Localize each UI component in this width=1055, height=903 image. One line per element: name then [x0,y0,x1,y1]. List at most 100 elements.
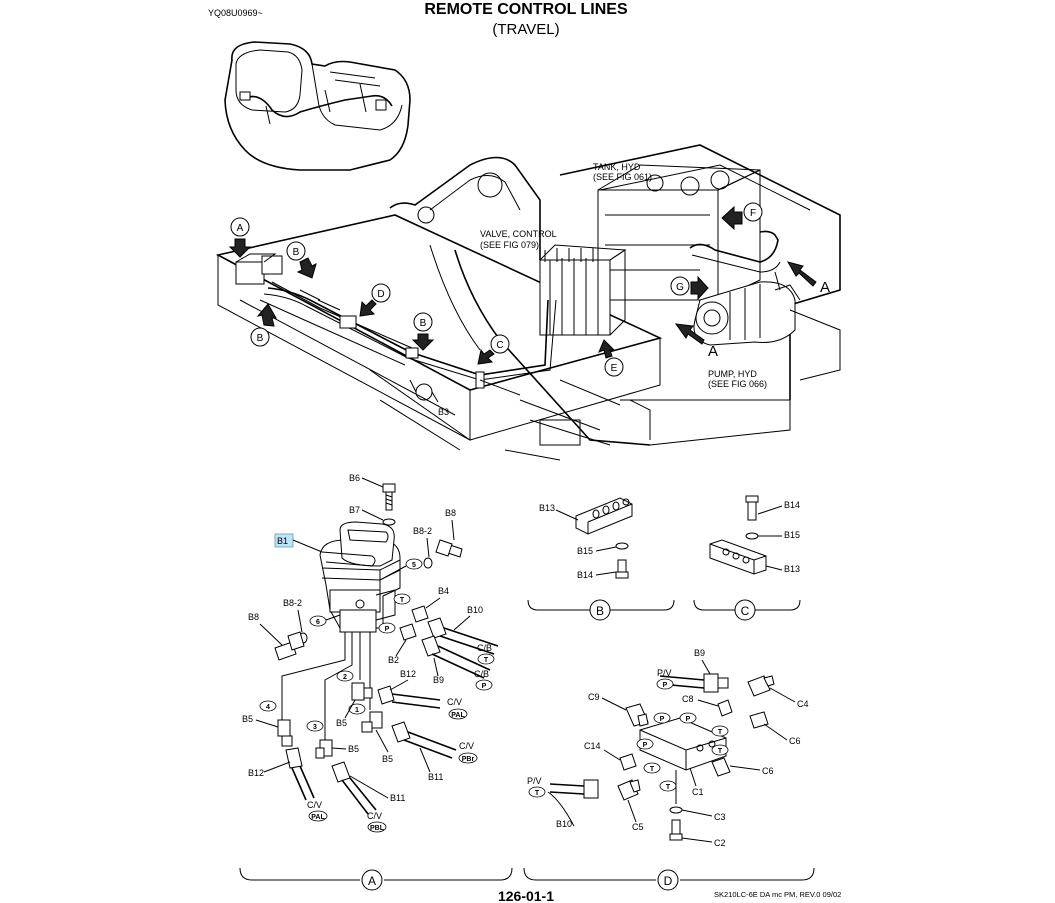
callout-a-left: A [228,217,252,258]
svg-text:PAL: PAL [311,814,325,821]
svg-text:T: T [666,784,671,791]
callout-d: D [359,283,391,317]
page-number: 126-01-1 [498,888,554,903]
label-b1: B1 [277,536,288,546]
svg-text:B: B [420,318,427,329]
callout-c: C [477,334,510,365]
svg-text:B: B [293,247,300,258]
callout-g: G [670,275,709,301]
label-b13-b: B13 [539,503,555,513]
label-c3: C3 [714,812,726,822]
svg-text:G: G [676,282,684,293]
svg-text:E: E [611,363,618,374]
detail-b: B13 B15 B14 B [527,497,675,621]
remote-valve-body [319,521,401,633]
svg-text:PBr: PBr [462,756,475,763]
label-b14-b: B14 [577,570,593,580]
detail-d: C1 B9 P/V P C4 C9 P C8 P C6 T [523,648,815,891]
detail-c: B14 B15 B13 C [693,495,801,621]
svg-text:T: T [400,597,405,604]
label-b8-2-left: B8-2 [283,598,302,608]
label-b15-b: B15 [577,546,593,556]
label-b8-2-top: B8-2 [413,526,432,536]
hyd-pump [693,281,801,346]
svg-text:T: T [650,766,655,773]
label-b8-top: B8 [445,508,456,518]
label-pv2: P/V [527,776,542,786]
callout-b-mid: B [411,312,435,351]
callout-f: F [721,202,763,231]
label-c9: C9 [588,692,600,702]
svg-text:4: 4 [266,704,270,711]
label-b7: B7 [349,505,360,515]
svg-text:3: 3 [313,724,317,731]
label-b10: B10 [467,605,483,615]
doc-code: YQ08U0969~ [208,8,263,18]
label-b12-bot: B12 [248,768,264,778]
label-pv1: P/V [657,668,672,678]
label-cv-pbr: C/V [459,741,474,751]
callout-e: E [598,339,624,377]
svg-text:D: D [377,289,384,300]
label-c14: C14 [584,741,601,751]
svg-text:A: A [708,343,718,360]
svg-text:P: P [482,683,487,690]
control-valve [539,244,627,336]
diagram-subtitle: (TRAVEL) [492,21,559,38]
label-c8: C8 [682,694,694,704]
model-revision: SK210LC-6E DA mc PM, REV.0 09/02 [714,890,841,899]
svg-text:P: P [660,716,665,723]
svg-text:A: A [820,279,830,296]
label-cb-2: C/B [474,669,489,679]
label-b5-a: B5 [242,714,253,724]
svg-text:PBL: PBL [370,825,385,832]
svg-text:PAL: PAL [451,712,465,719]
label-b4: B4 [438,586,449,596]
section-c-label: C [741,604,750,618]
diagram-title: REMOTE CONTROL LINES [424,1,628,18]
svg-text:T: T [718,748,723,755]
svg-text:P: P [643,742,648,749]
svg-text:A: A [237,223,244,234]
label-b9-d: B9 [694,648,705,658]
label-b6: B6 [349,473,360,483]
label-valve-control: VALVE, CONTROL [480,229,557,239]
label-b5-b: B5 [336,718,347,728]
callout-b-left: B [250,303,277,347]
key-view-machine [224,41,411,171]
label-cv-pal2: C/V [307,800,322,810]
svg-text:B: B [257,333,264,344]
label-c5: C5 [632,822,644,832]
svg-text:P: P [686,716,691,723]
svg-text:2: 2 [343,674,347,681]
label-b5-c: B5 [348,744,359,754]
detail-a: B1 B6 B7 B8-2 B8 5 T P B4 [239,473,513,891]
label-b2: B2 [388,655,399,665]
label-valve-ref: (SEE FIG 079) [480,240,539,250]
label-b10-d: B10 [556,819,572,829]
label-c1: C1 [692,787,704,797]
label-c6-a: C6 [789,736,801,746]
svg-text:P: P [385,626,390,633]
svg-text:5: 5 [412,562,416,569]
label-b11-b: B11 [390,793,405,803]
label-cb-1: C/B [477,643,492,653]
label-tank-ref: (SEE FIG 061) [593,172,652,182]
svg-text:6: 6 [316,619,320,626]
label-cv-pal: C/V [447,697,462,707]
svg-text:T: T [484,657,489,664]
label-b9: B9 [433,675,444,685]
section-a-label: A [368,874,376,888]
label-b11-a: B11 [428,772,443,782]
label-pump-hyd: PUMP, HYD [708,369,757,379]
label-b13-c: B13 [784,564,800,574]
label-c6-b: C6 [762,766,774,776]
label-b8-left: B8 [248,612,259,622]
label-pump-ref: (SEE FIG 066) [708,379,767,389]
callout-a-right: A [786,261,830,296]
svg-text:C: C [496,340,503,351]
callout-a-bottom: A [674,323,718,360]
section-d-label: D [664,874,673,888]
label-cv-pbl: C/V [367,811,382,821]
